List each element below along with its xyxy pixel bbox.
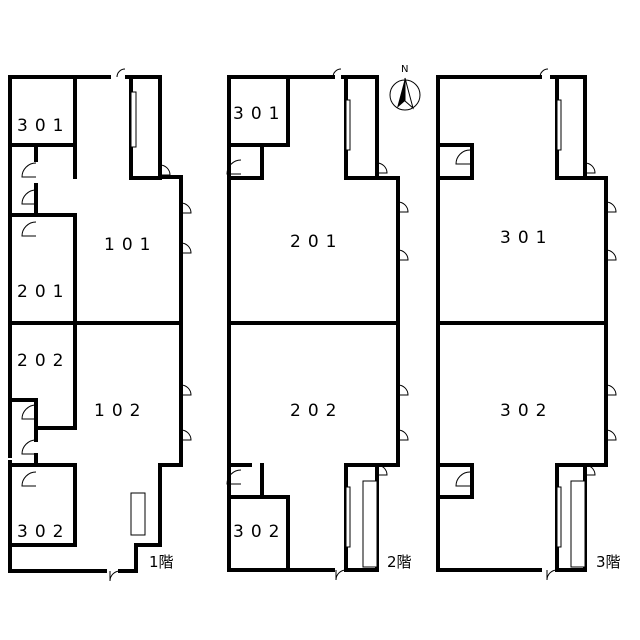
room-label-1f-302: 302	[17, 522, 70, 542]
floor-2-door	[376, 464, 388, 476]
room-label-2f-302: 302	[233, 522, 286, 542]
floor-1-window-top	[130, 91, 137, 148]
floor-3-door	[539, 68, 549, 78]
floor-1-door	[21, 439, 37, 455]
room-label-1f-202: 202	[17, 351, 70, 371]
room-label-1f-201: 201	[17, 282, 70, 302]
room-label-1f-102: 102	[94, 401, 147, 421]
room-label-3f-302: 302	[500, 401, 553, 421]
room-label-3f-301: 301	[500, 228, 553, 248]
floor-2-door	[332, 68, 342, 78]
floor-3-door	[605, 249, 617, 261]
floor-2-door	[397, 201, 409, 213]
floor-3-door	[584, 464, 596, 476]
floor-3-door	[605, 384, 617, 396]
floor-1-door	[21, 189, 37, 205]
north-arrow-icon: N	[389, 64, 421, 111]
floor-1-door	[21, 404, 37, 420]
room-label-2f-202: 202	[290, 401, 343, 421]
floor-2-stair-top	[344, 75, 379, 180]
floor-3-door	[584, 162, 596, 174]
floor-1-door	[21, 162, 37, 178]
floor-2-balcony	[362, 480, 378, 568]
floor-2-door	[376, 162, 388, 174]
floor-2-door	[397, 429, 409, 441]
floor-1-outer-wall	[8, 75, 183, 573]
floor-1-stair-wall	[73, 75, 162, 180]
floor-2-door	[397, 249, 409, 261]
floor-3-plan: 301 302 3階	[436, 68, 621, 581]
floor-2-closet-302	[227, 463, 290, 572]
room-label-2f-201: 201	[290, 232, 343, 252]
floor-3-window	[556, 99, 562, 151]
floor-1-door	[180, 429, 192, 441]
floor-2-door	[335, 569, 347, 581]
floor-1-window-bottom	[130, 492, 146, 536]
room-label-1f-101: 101	[104, 235, 157, 255]
floor-3-door	[455, 471, 471, 487]
floor-1-door	[21, 221, 37, 237]
floor-2-door	[226, 159, 242, 175]
floor-1-door	[159, 164, 171, 176]
floor-2-door	[226, 469, 242, 485]
floor-3-door	[546, 569, 558, 581]
floor-1-door	[180, 242, 192, 254]
room-label-2f-301: 301	[233, 104, 286, 124]
floor-2-window	[345, 486, 351, 548]
floor-3-closet-top	[436, 143, 474, 180]
floor-1-door	[180, 384, 192, 396]
floor-1-plan: 301 201 202 302 101 102 1階	[8, 68, 192, 582]
floor-3-balcony	[570, 480, 586, 568]
floor-label-2f: 2階	[387, 553, 412, 571]
floor-2-door	[397, 384, 409, 396]
floor-1-closet-202	[8, 321, 77, 430]
floor-1-inner-wall-b	[8, 426, 77, 547]
floor-3-door	[605, 429, 617, 441]
floor-2-plan: 301 201 202 302 2階	[226, 68, 412, 581]
floor-1-door	[116, 68, 126, 78]
room-label-1f-301: 301	[17, 116, 70, 136]
floor-3-window	[556, 486, 562, 548]
floor-2-window	[345, 99, 351, 151]
floor-1-door	[180, 202, 192, 214]
floor-3-door	[605, 201, 617, 213]
north-label: N	[401, 64, 408, 75]
floor-3-door	[455, 149, 471, 165]
floor-label-1f: 1階	[149, 553, 174, 571]
floor-1-door	[21, 471, 37, 487]
floor-3-closet-bottom	[436, 463, 474, 499]
floor-label-3f: 3階	[596, 553, 621, 571]
floor-2-closet-301	[227, 75, 290, 180]
floor-1-door	[109, 570, 121, 582]
